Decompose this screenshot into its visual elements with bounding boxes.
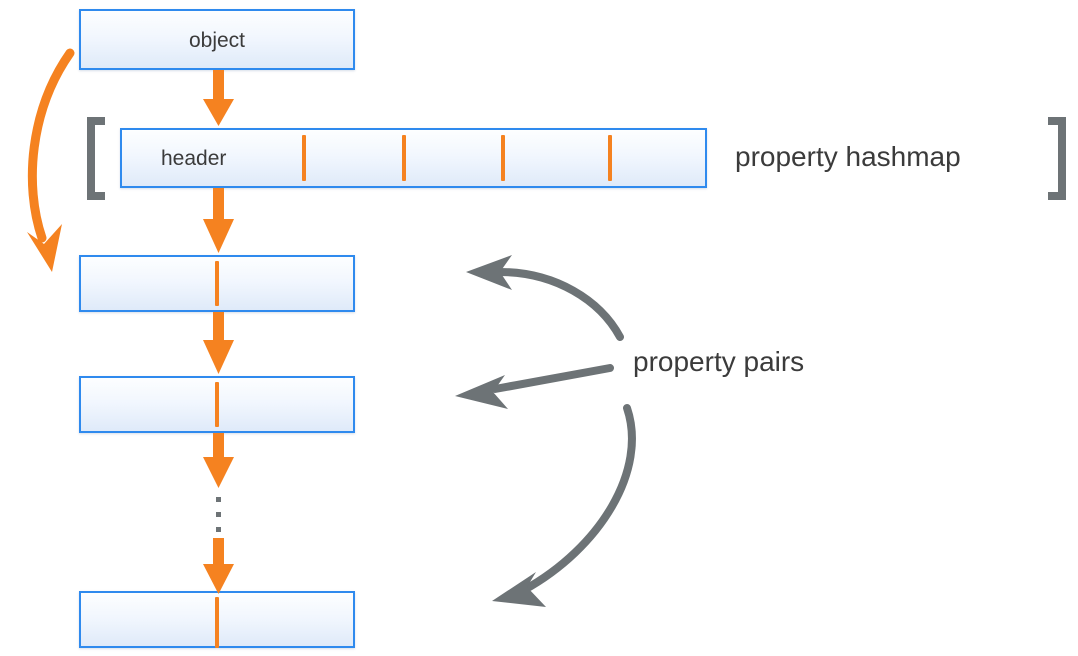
object-box[interactable] — [79, 9, 355, 70]
pair-box-1-divider — [215, 261, 219, 306]
pair-box-3-divider — [215, 597, 219, 648]
hashmap-slot-tick-3 — [501, 135, 505, 181]
property-hashmap-label: property hashmap — [735, 141, 961, 172]
property-pairs-arrow-middle — [455, 364, 614, 409]
property-hashmap-header-label: header — [161, 147, 227, 170]
arrow-hashmap-to-pair-1 — [203, 188, 234, 253]
ellipsis-dot-1 — [216, 497, 221, 502]
ellipsis-dot-2 — [216, 512, 221, 517]
pair-box-2-divider — [215, 382, 219, 427]
hashmap-slot-tick-2 — [402, 135, 406, 181]
ellipsis-dot-3 — [216, 527, 221, 532]
property-pairs-label: property pairs — [633, 346, 805, 377]
property-pairs-arrow-upper — [466, 255, 624, 341]
arrow-object-to-hashmap — [203, 70, 234, 126]
property-pairs-arrow-lower — [492, 404, 636, 607]
hashmap-slot-tick-4 — [608, 135, 612, 181]
arrow-pair-1-to-pair-2 — [203, 312, 234, 374]
arrow-ellipsis-to-pair-3 — [203, 538, 234, 594]
object-to-pairs-curved-arrow — [27, 48, 75, 272]
hashmap-slot-tick-1 — [302, 135, 306, 181]
right-bracket — [1048, 117, 1066, 200]
object-box-label: object — [188, 29, 246, 52]
arrow-pair-2-to-ellipsis — [203, 433, 234, 488]
left-bracket — [87, 117, 105, 200]
